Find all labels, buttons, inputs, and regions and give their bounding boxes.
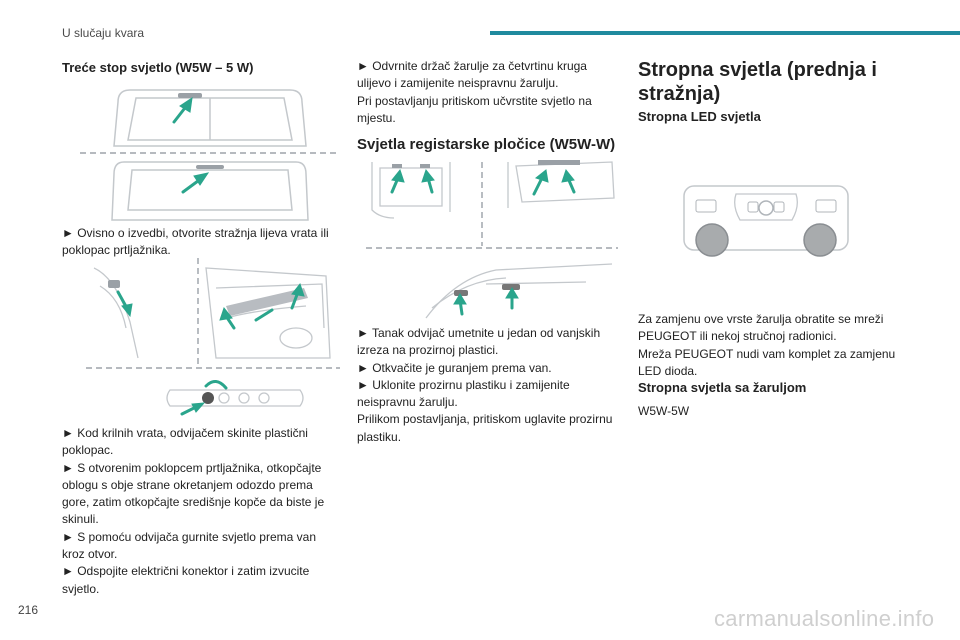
watermark: carmanualsonline.info [714, 606, 935, 631]
page-number: 216 [18, 603, 39, 617]
col2-step-1: ► Odvrnite držač žarulje za četvrtinu kr… [357, 59, 587, 91]
col1-step-2: ► S otvorenim poklopcem prtljažnika, otk… [62, 460, 325, 527]
col1-step-4: ► Odspojite električni konektor i zatim … [62, 564, 310, 596]
trunk-trim-figure [86, 258, 340, 420]
ceiling-led-figure [676, 176, 856, 266]
led-lights-subheading: Stropna LED svjetla [638, 109, 761, 124]
third-brake-light-heading: Treće stop svjetlo (W5W – 5 W) [62, 60, 254, 75]
col2-note-2: Prilikom postavljanja, pritiskom uglavit… [357, 412, 613, 444]
bulb-lights-subheading: Stropna svjetla sa žaruljom [638, 380, 807, 395]
col2-paragraph-2: ► Tanak odvijač umetnite u jedan od vanj… [357, 325, 613, 446]
running-header: U slučaju kvara [62, 26, 145, 40]
bulb-type: W5W-5W [638, 404, 690, 418]
col1-step-3: ► S pomoću odvijača gurnite svjetlo prem… [62, 529, 317, 562]
col3-line-1: Za zamjenu ove vrste žarulja obratite se… [638, 312, 884, 344]
header-accent-bar [490, 31, 960, 35]
tailgate-windows-figure [80, 84, 340, 224]
col2-step-2: ► Tanak odvijač umetnite u jedan od vanj… [357, 326, 601, 358]
col2-step-3: ► Otkvačite je guranjem prema van. [357, 360, 552, 375]
col1-paragraph-2: ► Kod krilnih vrata, odvijačem skinite p… [62, 425, 340, 598]
col2-paragraph-1: ► Odvrnite držač žarulje za četvrtinu kr… [357, 58, 609, 127]
col3-paragraph-1: Za zamjenu ove vrste žarulja obratite se… [638, 311, 904, 380]
plate-light-figure [366, 158, 618, 322]
col1-paragraph-1: ► Ovisno o izvedbi, otvorite stražnja li… [62, 226, 329, 258]
col3-line-2: Mreža PEUGEOT nudi vam komplet za zamjen… [638, 346, 896, 378]
col2-note-1: Pri postavljanju pritiskom učvrstite svj… [357, 93, 592, 125]
plate-light-heading: Svjetla registarske pločice (W5W-W) [357, 136, 616, 153]
ceiling-lights-title: Stropna svjetla (prednja i stražnja) [638, 59, 877, 105]
col2-step-4: ► Uklonite prozirnu plastiku i zamijenit… [357, 377, 570, 410]
col1-step-1: ► Kod krilnih vrata, odvijačem skinite p… [62, 426, 308, 458]
